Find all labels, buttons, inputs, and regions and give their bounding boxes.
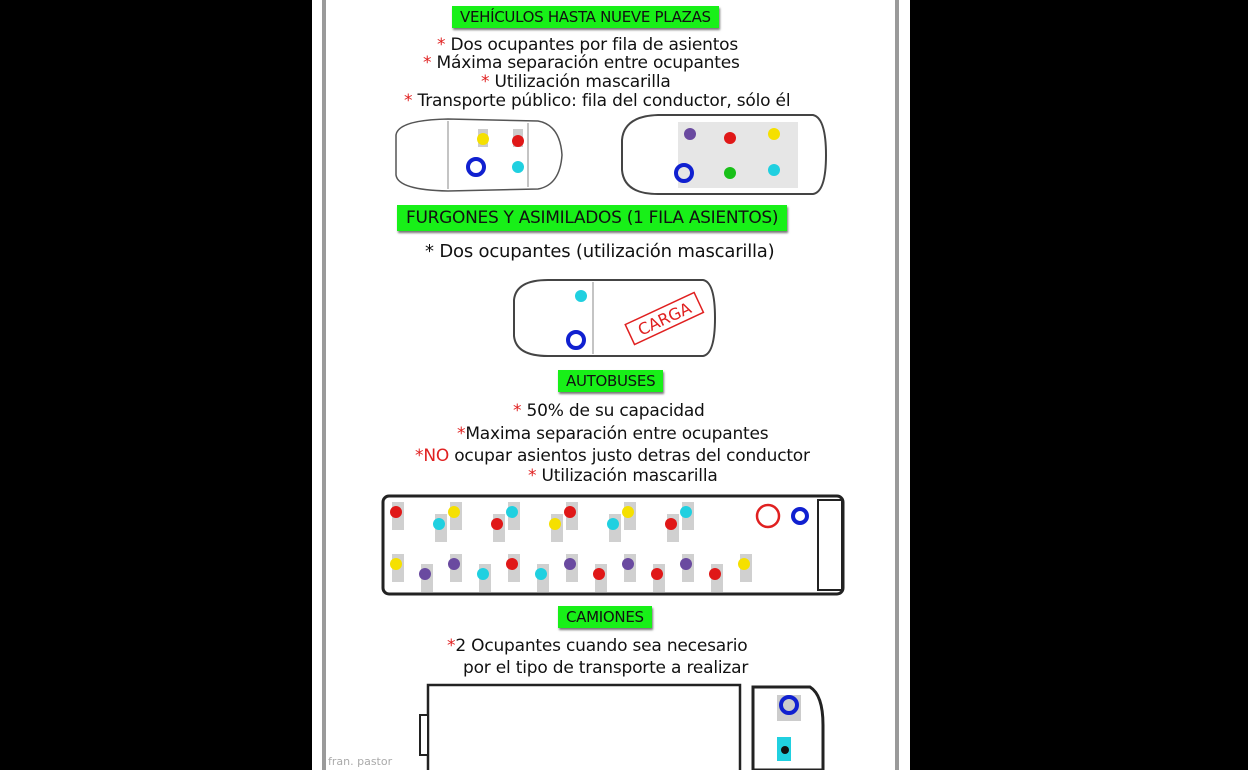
occupant-marker [390, 506, 402, 518]
no-word: NO [423, 446, 450, 466]
rule-line: por el tipo de transporte a realizar [463, 658, 748, 678]
bullet-star: * [481, 72, 490, 92]
minivan-diagram [621, 114, 828, 195]
occupant-marker [709, 568, 721, 580]
bullet-star: * [404, 91, 413, 111]
van-diagram: CARGA [513, 279, 717, 357]
occupant-marker [593, 568, 605, 580]
section-title-vans: FURGONES Y ASIMILADOS (1 FILA ASIENTOS) [397, 205, 788, 231]
occupant-marker [419, 568, 431, 580]
occupant-marker [506, 558, 518, 570]
bullet-star: * [457, 424, 466, 444]
occupant-marker [535, 568, 547, 580]
bullet-star: * [415, 446, 424, 466]
occupant-marker [680, 506, 692, 518]
bullet-star: * [423, 53, 432, 73]
rule-line: * Máxima separación entre ocupantes [423, 53, 740, 73]
rule-line: * 50% de su capacidad [513, 401, 705, 421]
rule-text: Transporte público: fila del conductor, … [417, 91, 791, 111]
rule-text: Utilización mascarilla [494, 72, 671, 92]
rule-text: Utilización mascarilla [541, 466, 718, 486]
occupant-marker [448, 558, 460, 570]
rule-line: * Dos ocupantes (utilización mascarilla) [425, 241, 775, 262]
rule-line: * Dos ocupantes por fila de asientos [437, 35, 738, 55]
rule-text: 2 Ocupantes cuando sea necesario [455, 636, 748, 656]
rule-text: Dos ocupantes (utilización mascarilla) [439, 241, 775, 262]
occupant-marker [564, 506, 576, 518]
rule-text: ocupar asientos justo detras del conduct… [454, 446, 810, 466]
car-diagram [395, 118, 563, 192]
occupant-marker [491, 518, 503, 530]
right-border [895, 0, 899, 770]
bullet-star: * [528, 466, 537, 486]
occupant-marker [622, 506, 634, 518]
occupant-marker [448, 506, 460, 518]
occupant-marker [622, 558, 634, 570]
bullet-star: * [513, 401, 522, 421]
occupant-marker [665, 518, 677, 530]
watermark: fran. pastor [328, 755, 393, 768]
rule-text: Maxima separación entre ocupantes [465, 424, 769, 444]
rule-text: Máxima separación entre ocupantes [436, 53, 740, 73]
occupant-marker [607, 518, 619, 530]
section-title-cars: VEHÍCULOS HASTA NUEVE PLAZAS [452, 6, 719, 28]
occupant-marker [390, 558, 402, 570]
occupant-marker [651, 568, 663, 580]
bullet-star: * [425, 241, 434, 262]
driver-marker [791, 507, 809, 525]
bus-diagram [381, 494, 845, 596]
rule-line: *Maxima separación entre ocupantes [457, 424, 769, 444]
rule-line: *NO ocupar asientos justo detras del con… [415, 446, 810, 466]
rule-line: * Utilización mascarilla [528, 466, 718, 486]
occupant-marker [738, 558, 750, 570]
left-border [322, 0, 326, 770]
truck-diagram [419, 683, 825, 770]
occupant-marker [680, 558, 692, 570]
rule-line: * Utilización mascarilla [481, 72, 671, 92]
occupant-marker [506, 506, 518, 518]
rule-text: por el tipo de transporte a realizar [463, 658, 749, 678]
section-title-trucks: CAMIONES [558, 606, 652, 628]
rule-text: Dos ocupantes por fila de asientos [450, 35, 739, 55]
rule-line: *2 Ocupantes cuando sea necesario [447, 636, 748, 656]
bullet-star: * [437, 35, 446, 55]
section-title-buses: AUTOBUSES [558, 370, 664, 392]
occupant-marker [564, 558, 576, 570]
no-seat-icon [755, 503, 781, 529]
rule-line: * Transporte público: fila del conductor… [404, 91, 791, 111]
occupant-marker [549, 518, 561, 530]
occupant-marker [433, 518, 445, 530]
occupant-marker [477, 568, 489, 580]
bullet-star: * [447, 636, 456, 656]
rule-text: 50% de su capacidad [526, 401, 705, 421]
